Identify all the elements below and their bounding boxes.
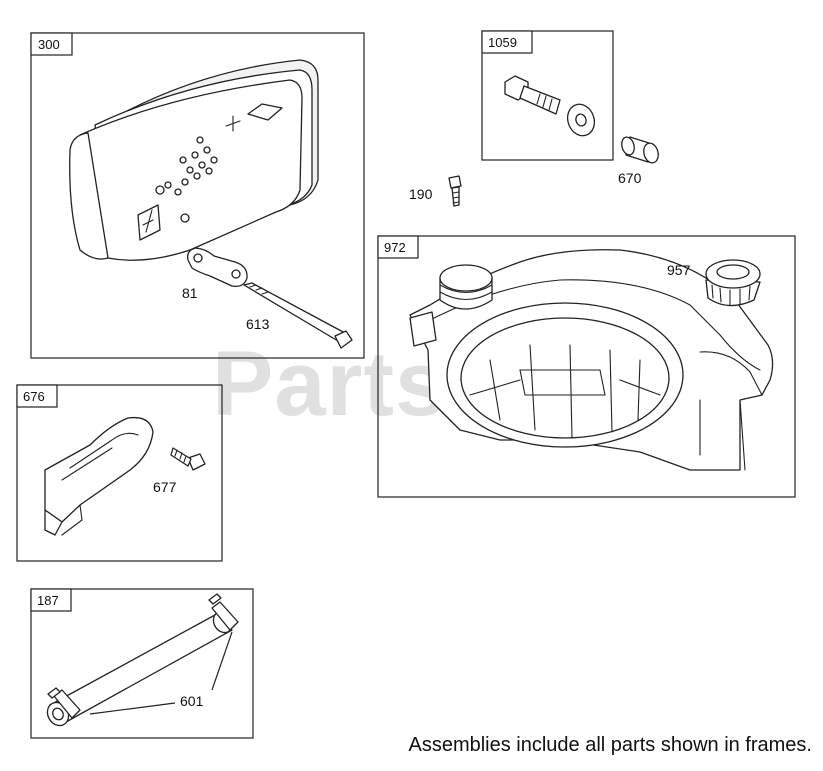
frame-676[interactable]: 676 677: [16, 384, 223, 562]
shoulder-bolt-shank: [519, 85, 561, 115]
washer-inner: [575, 113, 587, 127]
frame-1059-label[interactable]: 1059: [488, 35, 517, 50]
guard-part[interactable]: [44, 416, 154, 536]
guard-screw-part[interactable]: [170, 447, 206, 471]
leader-601-lower: [89, 702, 176, 715]
callout-677[interactable]: 677: [153, 479, 177, 495]
washer-part[interactable]: [563, 101, 598, 140]
spacer-end: [643, 142, 659, 164]
frame-676-tag: [16, 384, 58, 408]
guard-bracket: [44, 509, 63, 536]
fuel-cap-emblem: [716, 264, 750, 280]
callout-957[interactable]: 957: [667, 262, 691, 278]
callout-613[interactable]: 613: [246, 316, 270, 332]
leader-601-upper: [211, 631, 233, 691]
frame-300-border: [30, 32, 365, 359]
frame-300[interactable]: 300: [30, 32, 365, 359]
frame-300-label[interactable]: 300: [38, 37, 60, 52]
hose-clamp-upper-tab: [208, 593, 222, 605]
muffler-plus-emblem: [225, 115, 241, 132]
muffler-vent-holes: [164, 136, 218, 196]
fuel-tank-part[interactable]: [409, 249, 774, 471]
frame-676-border: [16, 384, 223, 562]
frame-972-tag: [377, 235, 419, 259]
frame-187[interactable]: 187 601: [30, 588, 254, 739]
frame-972-border: [377, 235, 796, 498]
fuel-line-part[interactable]: [43, 608, 236, 729]
muffler-bolt-hole-bottom: [180, 213, 190, 223]
frame-972-label[interactable]: 972: [384, 240, 406, 255]
frame-676-label[interactable]: 676: [23, 389, 45, 404]
gasket-hole-left: [193, 253, 203, 263]
fuel-tank-ring-inner: [460, 317, 670, 439]
shoulder-bolt-part[interactable]: [504, 75, 561, 115]
frame-187-border: [30, 588, 254, 739]
spacer-back-end: [621, 136, 635, 156]
fuel-line-hose: [49, 614, 233, 723]
muffler-logo-emblem: [247, 103, 283, 121]
callout-81[interactable]: 81: [182, 285, 198, 301]
hose-clamp-lower-tab: [47, 687, 61, 699]
muffler-part[interactable]: [69, 59, 319, 261]
hose-clamp-upper[interactable]: [208, 593, 239, 631]
muffler-bolt-hole-top: [155, 185, 165, 195]
frame-300-tag: [30, 32, 73, 56]
frame-972[interactable]: 972: [377, 235, 796, 498]
callout-190[interactable]: 190: [409, 186, 433, 202]
frame-1059[interactable]: 1059: [481, 30, 614, 161]
gasket-hole-right: [231, 269, 241, 279]
muffler-long-screw[interactable]: [243, 282, 353, 349]
hose-clamp-upper-band: [211, 601, 239, 631]
muffler-gasket-plate[interactable]: [187, 247, 248, 287]
callout-670[interactable]: 670: [618, 170, 642, 186]
footer-note: Assemblies include all parts shown in fr…: [408, 734, 812, 756]
guard-body: [44, 416, 154, 523]
fuel-line-bore-lower: [52, 707, 64, 721]
frame-187-label[interactable]: 187: [37, 593, 59, 608]
frame-1059-border: [481, 30, 614, 161]
fitting-part[interactable]: [448, 175, 462, 207]
fitting-head: [448, 175, 462, 189]
callout-601[interactable]: 601: [180, 693, 204, 709]
fuel-tank-bracket: [409, 311, 437, 347]
fuel-tank-filler-top: [439, 264, 493, 292]
fuel-cap-part[interactable]: [705, 259, 761, 307]
muffler-end-cap: [69, 132, 109, 260]
hose-clamp-lower[interactable]: [47, 687, 81, 719]
spacer-part[interactable]: [620, 136, 660, 165]
guard-screw-head: [187, 453, 206, 471]
long-screw-head: [334, 330, 353, 349]
frame-187-tag: [30, 588, 72, 612]
frame-1059-tag: [481, 30, 533, 54]
